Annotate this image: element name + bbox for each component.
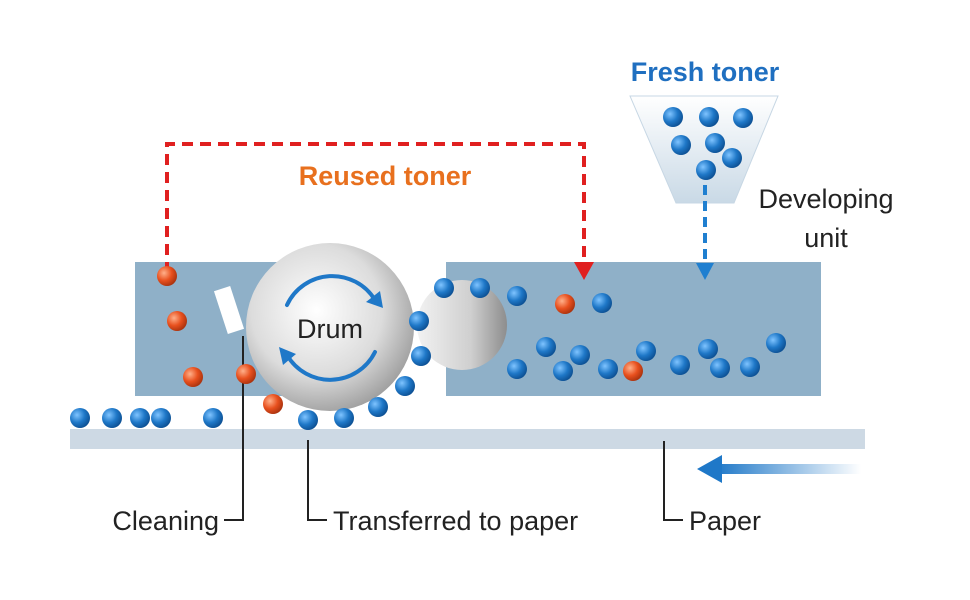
toner-particle-orange [157,266,177,286]
toner-particle-orange [555,294,575,314]
toner-particle-blue [598,359,618,379]
reused-toner-arrowhead [574,262,594,280]
developing-unit-label-line2: unit [804,223,848,253]
toner-particle-blue [298,410,318,430]
cleaning-blade [212,284,246,336]
toner-particle-blue [203,408,223,428]
toner-particle-orange [183,367,203,387]
toner-particle-blue [334,408,354,428]
developing-roller [417,280,507,370]
toner-particle-blue [570,345,590,365]
toner-particle-blue [470,278,490,298]
toner-particle-blue [434,278,454,298]
toner-particle-blue [411,346,431,366]
toner-particle-blue [733,108,753,128]
toner-particle-blue [699,107,719,127]
toner-particle-blue [671,135,691,155]
toner-particle-blue [663,107,683,127]
toner-particle-blue [130,408,150,428]
drum-label: Drum [297,314,363,344]
transferred-callout-line [307,440,327,521]
toner-particle-blue [368,397,388,417]
toner-particle-blue [740,357,760,377]
paper-callout-line [663,441,683,521]
toner-particle-blue [696,160,716,180]
toner-particle-blue [102,408,122,428]
toner-particle-blue [722,148,742,168]
paper-label: Paper [689,506,761,536]
toner-particle-blue [70,408,90,428]
developing-unit-label-line1: Developing [758,184,893,214]
reused-toner-label: Reused toner [299,161,472,191]
toner-particle-blue [710,358,730,378]
toner-particle-blue [507,359,527,379]
fresh-toner-label: Fresh toner [631,57,780,87]
toner-particle-blue [636,341,656,361]
toner-particle-blue [670,355,690,375]
toner-particle-blue [553,361,573,381]
toner-particle-blue [705,133,725,153]
toner-particle-blue [766,333,786,353]
toner-particle-blue [698,339,718,359]
toner-particles [70,107,786,430]
toner-particle-blue [592,293,612,313]
toner-particle-orange [263,394,283,414]
circular-arrows-icon [279,274,383,382]
arrow-left-icon [697,455,722,483]
transferred-label: Transferred to paper [333,506,578,536]
paper-strip [70,429,865,449]
cleaning-label: Cleaning [112,506,219,536]
toner-particle-blue [507,286,527,306]
reused-toner-path [165,142,586,273]
toner-particle-blue [409,311,429,331]
toner-particle-orange [167,311,187,331]
toner-particle-orange [236,364,256,384]
toner-particle-orange [623,361,643,381]
toner-particle-blue [536,337,556,357]
toner-particle-blue [395,376,415,396]
drum [246,243,414,411]
paper-direction-shaft [716,464,861,474]
cleaning-callout-line [224,336,244,521]
toner-particle-blue [151,408,171,428]
fresh-toner-arrowhead [696,263,714,280]
